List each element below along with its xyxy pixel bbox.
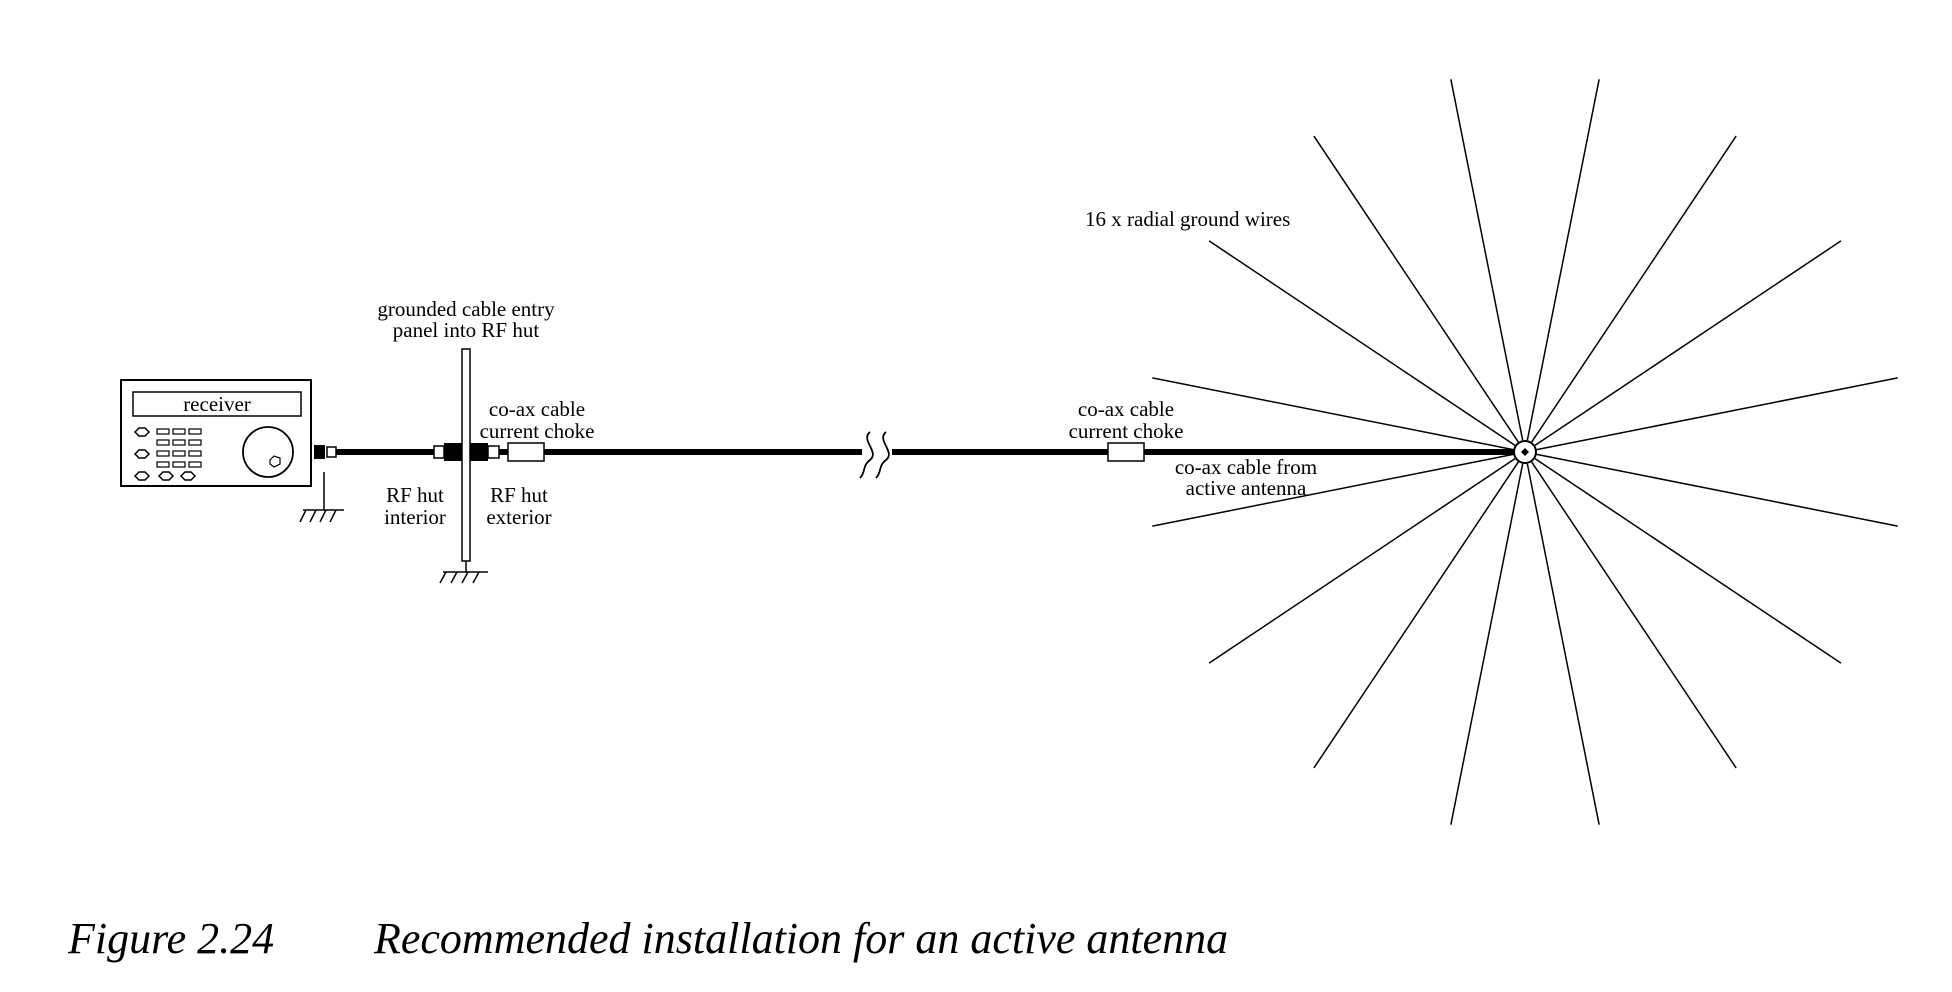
- cable-break-symbol: [859, 431, 890, 479]
- cable-entry-panel: [433, 348, 500, 562]
- panel-label-line2: panel into RF hut: [393, 318, 540, 342]
- radial-wire: [1450, 79, 1524, 441]
- exterior-label-line1: RF hut: [490, 483, 548, 507]
- panel-ground-symbol: [439, 561, 488, 584]
- radial-wire: [1534, 458, 1842, 664]
- receiver-keypad: [156, 428, 202, 468]
- interior-label-line2: interior: [384, 505, 446, 529]
- radial-wire: [1536, 377, 1898, 451]
- receiver-connector: [314, 445, 325, 459]
- cable-label-line2: active antenna: [1186, 476, 1307, 500]
- cable-label-line1: co-ax cable from: [1175, 455, 1317, 479]
- radials-label: 16 x radial ground wires: [1085, 207, 1290, 231]
- radial-wire: [1526, 463, 1600, 825]
- radials-label-bg: [1080, 204, 1306, 232]
- current-choke-2: [1107, 442, 1145, 462]
- radial-wire: [1534, 240, 1842, 446]
- radial-ground-wires: [1152, 79, 1898, 825]
- radial-wire: [1536, 453, 1898, 527]
- panel-label-line1: grounded cable entry: [377, 297, 555, 321]
- radial-wire: [1531, 461, 1737, 769]
- figure-number: Figure 2.24: [67, 914, 274, 963]
- choke1-label-line1: co-ax cable: [489, 397, 585, 421]
- radial-wire: [1208, 240, 1516, 446]
- radial-wire: [1152, 377, 1514, 451]
- radial-wire: [1450, 463, 1524, 825]
- radial-wire: [1526, 79, 1600, 441]
- radial-wire: [1531, 135, 1737, 443]
- radial-wire: [1208, 458, 1516, 664]
- radial-wire: [1313, 461, 1519, 769]
- figure-title: Recommended installation for an active a…: [373, 914, 1228, 963]
- receiver-label: receiver: [183, 392, 251, 416]
- interior-label-line1: RF hut: [386, 483, 444, 507]
- receiver-ground-symbol: [299, 472, 344, 523]
- receiver-hex-buttons: [133, 427, 197, 481]
- active-antenna: [1513, 440, 1537, 464]
- radial-wire: [1152, 453, 1514, 527]
- choke2-label-line2: current choke: [1069, 419, 1184, 443]
- choke2-label-line1: co-ax cable: [1078, 397, 1174, 421]
- receiver-display: [132, 391, 302, 417]
- radial-wire: [1313, 135, 1519, 443]
- receiver: receiver: [120, 379, 337, 487]
- choke1-label-line2: current choke: [480, 419, 595, 443]
- exterior-label-line2: exterior: [486, 505, 551, 529]
- tuning-dial: [242, 426, 294, 478]
- current-choke-1: [507, 442, 545, 462]
